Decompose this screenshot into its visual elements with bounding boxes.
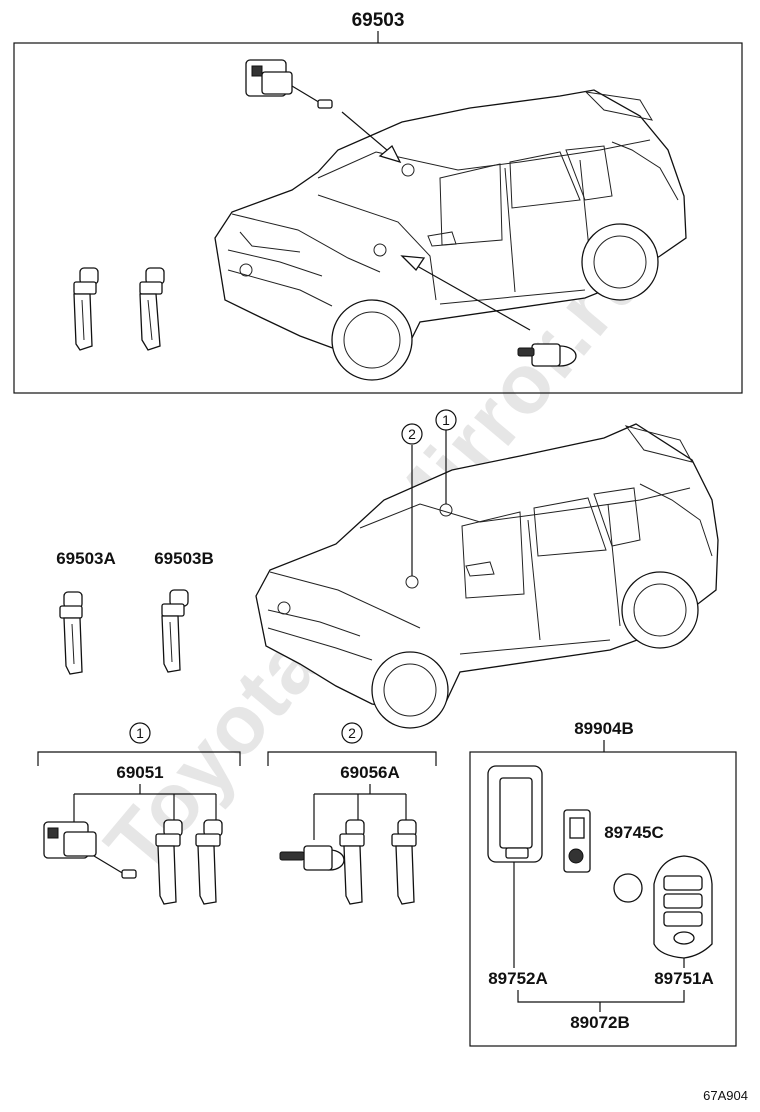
- callout-1-label: 1: [442, 412, 450, 428]
- group2-callout-circle: [341, 722, 363, 744]
- smart-key-box: 89904B 89745C 89752A 89751A: [469, 719, 737, 1047]
- top-assembly-frame: [13, 42, 743, 394]
- door-lock-actuator-top: [245, 59, 333, 109]
- key-69503B: 69503B: [154, 549, 214, 673]
- label-69056A[interactable]: 69056A: [340, 763, 400, 782]
- key-icon: [139, 267, 165, 351]
- group-2-69056A: 2 69056A: [267, 722, 437, 905]
- group-1-69051: 1 69051: [37, 722, 241, 905]
- lock-cylinder-top: [517, 343, 577, 367]
- circuit-board: [563, 809, 591, 873]
- group1-callout-number: 1: [136, 725, 144, 741]
- callout-circle-2: [401, 423, 423, 445]
- label-89751A[interactable]: 89751A: [654, 969, 714, 988]
- smart-key-fob-icon: [487, 765, 543, 863]
- smart-key-fob-icon: [653, 855, 713, 959]
- callout-circle-1: [435, 409, 457, 431]
- group1-callout-circle: [129, 722, 151, 744]
- top-assembly-group: 69503: [13, 10, 743, 394]
- key-69503A: 69503A: [56, 549, 116, 675]
- vehicle-illustration-top: [214, 89, 687, 381]
- figure-code: 67A904: [703, 1088, 748, 1103]
- smart-key-frame: [469, 751, 737, 1047]
- vehicle-illustration-middle: 1 2: [255, 409, 719, 729]
- group2-callout-number: 2: [348, 725, 356, 741]
- callout-2-label: 2: [408, 426, 416, 442]
- label-69503A[interactable]: 69503A: [56, 549, 116, 568]
- key-icon: [73, 267, 99, 351]
- label-89745C[interactable]: 89745C: [604, 823, 664, 842]
- label-89072B[interactable]: 89072B: [570, 1013, 630, 1032]
- battery-icon: [613, 873, 643, 903]
- label-69503[interactable]: 69503: [352, 10, 405, 31]
- label-89904B[interactable]: 89904B: [574, 719, 634, 738]
- label-69503B[interactable]: 69503B: [154, 549, 214, 568]
- label-69051[interactable]: 69051: [116, 763, 163, 782]
- label-89752A[interactable]: 89752A: [488, 969, 548, 988]
